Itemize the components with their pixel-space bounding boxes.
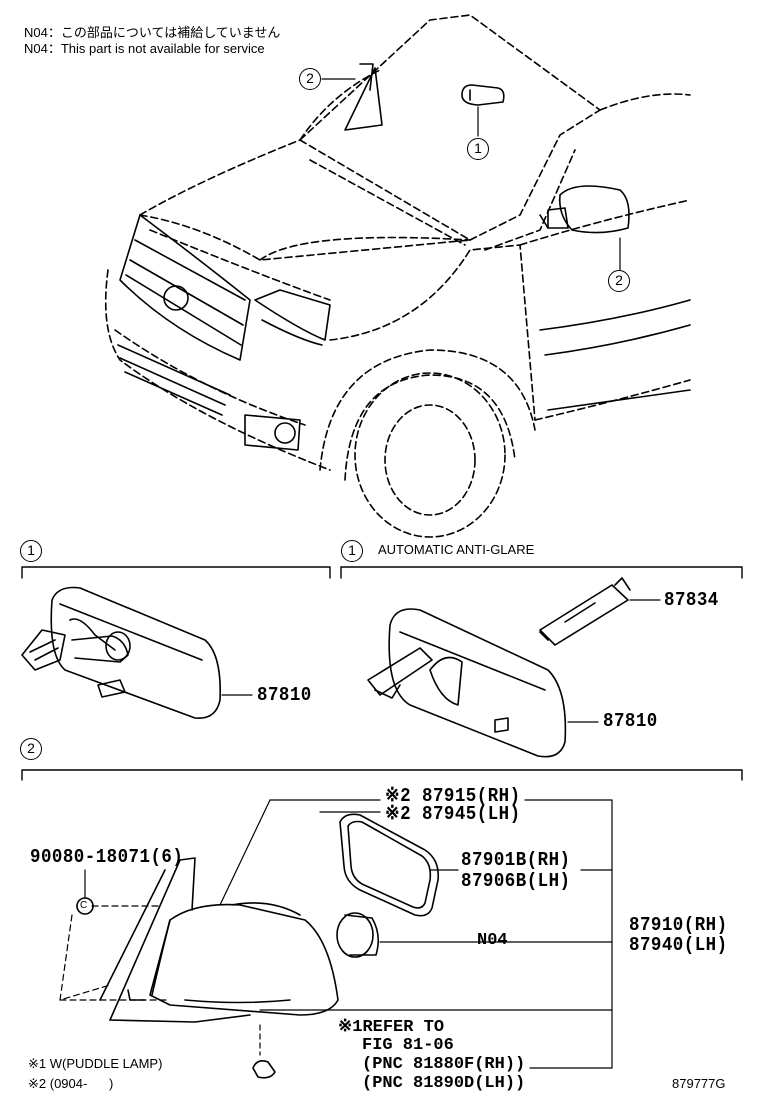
- callout-2-door-mirror: 2: [608, 270, 630, 292]
- note-english: N04：This part is not available for servi…: [24, 41, 265, 56]
- section-1-left-marker: 1: [20, 540, 42, 562]
- callout-1-inner-mirror: 1: [467, 138, 489, 160]
- refer-line-3: (PNC 81880F(RH)): [362, 1055, 526, 1074]
- part-87901B: 87901B(RH): [461, 849, 571, 871]
- illustration-code: 879777G: [672, 1076, 726, 1091]
- note-japanese: N04：この部品については補給していません: [24, 25, 281, 40]
- part-N04: N04: [477, 931, 508, 950]
- callout-2-windshield: 2: [299, 68, 321, 90]
- inner-mirror-right: [367, 577, 631, 758]
- part-87915: ※2 87915(RH): [385, 785, 521, 807]
- part-87906B: 87906B(LH): [461, 870, 571, 892]
- outer-mirror-leaders: [59, 799, 613, 1069]
- section-2-marker: 2: [20, 738, 42, 760]
- refer-line-4: (PNC 81890D(LH)): [362, 1074, 526, 1093]
- section-brackets: [21, 566, 743, 781]
- inner-mirror-left: [21, 586, 222, 719]
- part-87910: 87910(RH): [629, 914, 728, 936]
- part-87834: 87834: [664, 589, 719, 611]
- section-header-anti-glare: AUTOMATIC ANTI-GLARE: [378, 542, 535, 557]
- section-1-right-marker: 1: [341, 540, 363, 562]
- part-87945: ※2 87945(LH): [385, 803, 521, 825]
- footnote-1: ※1 W(PUDDLE LAMP): [28, 1056, 163, 1071]
- footnote-2: ※2 (0904- ): [28, 1076, 114, 1091]
- part-87810-left: 87810: [257, 684, 312, 706]
- bolt-c-mark: C: [80, 900, 88, 911]
- part-87940: 87940(LH): [629, 934, 728, 956]
- refer-line-1: ※1REFER TO: [338, 1018, 445, 1037]
- part-90080-18071: 90080-18071(6): [30, 846, 184, 868]
- outer-mirror-assembly: [76, 813, 440, 1079]
- vehicle-illustration: [104, 14, 691, 538]
- part-87810-right: 87810: [603, 710, 658, 732]
- vehicle-leaders: [321, 78, 621, 271]
- refer-line-2: FIG 81-06: [362, 1036, 454, 1055]
